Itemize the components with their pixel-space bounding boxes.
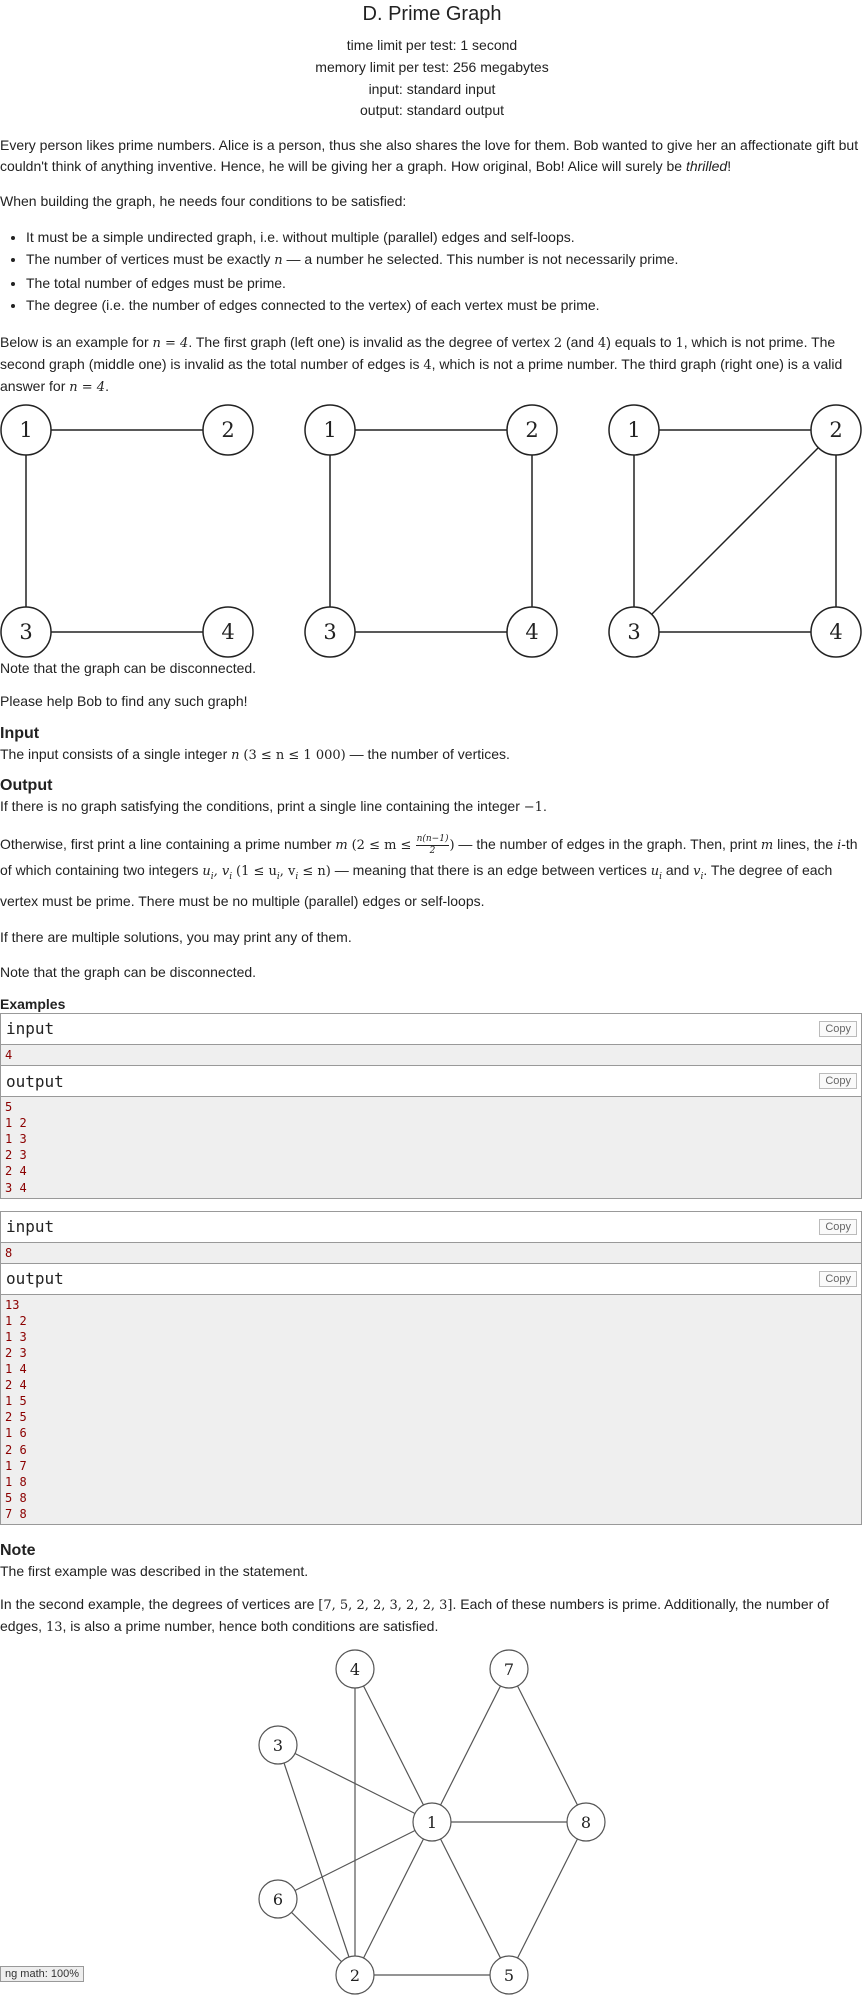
graph-node	[258, 1879, 298, 1919]
example-graphs-figure: 1 2 3 4 1 2 3 4 1 2 3 4	[0, 404, 862, 658]
node-label: 7	[504, 1660, 514, 1679]
example-input: 8	[1, 1242, 861, 1264]
node-label: 8	[581, 1813, 591, 1832]
graph-node	[0, 404, 52, 456]
memory-limit: memory limit per test: 256 megabytes	[315, 58, 549, 75]
condition-item: The total number of edges must be prime.	[26, 272, 864, 294]
graph-node	[202, 606, 254, 658]
example-explanation: Below is an example for n = 4. The first…	[0, 334, 843, 396]
note-text-2: In the second example, the degrees of ve…	[0, 1596, 829, 1636]
graph-node	[304, 404, 356, 456]
note-text-1: The first example was described in the s…	[0, 1563, 309, 1580]
graph-middle	[329, 429, 533, 633]
node-label: 3	[19, 620, 32, 644]
graph-right	[633, 429, 837, 633]
note-graph-figure: 1 2 3 4 5 6 7 8	[258, 1649, 606, 1995]
graph-node	[506, 606, 558, 658]
graph-node	[608, 606, 660, 658]
example-output: 13 1 2 1 3 2 3 1 4 2 4 1 5 2 5 1 6 2 6 1…	[1, 1294, 861, 1525]
copy-button[interactable]: Copy	[819, 1020, 857, 1037]
time-limit: time limit per test: 1 second	[346, 37, 518, 53]
node-label: 2	[350, 1966, 360, 1985]
problem-header: D. Prime Graph time limit per test: 1 se…	[0, 2, 864, 122]
graph-nodes	[0, 404, 862, 658]
disconnected-note: Note that the graph can be disconnected.	[0, 660, 257, 677]
graph-node	[608, 404, 660, 456]
node-label: 3	[273, 1736, 283, 1755]
node-label: 3	[627, 620, 640, 644]
statement-intro: Every person likes prime numbers. Alice …	[0, 137, 859, 175]
input-label: input	[6, 1217, 55, 1237]
graph-left	[25, 429, 228, 633]
output-label: output	[6, 1269, 64, 1289]
node-label: 1	[427, 1813, 437, 1832]
graph-node	[202, 404, 254, 456]
graph-node	[0, 606, 52, 658]
node-label: 4	[829, 620, 842, 644]
math-zoom-badge[interactable]: ng math: 100%	[0, 1966, 84, 1982]
input-text: The input consists of a single integer n…	[0, 746, 510, 764]
output-text-3: If there are multiple solutions, you may…	[0, 928, 352, 945]
node-label: 4	[525, 620, 538, 644]
note-title: Note	[0, 1542, 36, 1560]
output-text-4: Note that the graph can be disconnected.	[0, 963, 257, 980]
example-output: 5 1 2 1 3 2 3 2 4 3 4	[1, 1097, 861, 1198]
conditions-intro: When building the graph, he needs four c…	[0, 193, 407, 210]
problem-title: D. Prime Graph	[362, 3, 502, 25]
output-label: output	[6, 1071, 64, 1091]
node-label: 1	[627, 418, 640, 442]
conditions-list: It must be a simple undirected graph, i.…	[0, 226, 864, 316]
help-text: Please help Bob to find any such graph!	[0, 693, 248, 710]
graph-node	[810, 606, 862, 658]
node-label: 4	[350, 1660, 360, 1679]
copy-button[interactable]: Copy	[819, 1270, 857, 1287]
fraction: n(n−1)2	[415, 833, 450, 856]
condition-item: The number of vertices must be exactly n…	[26, 248, 864, 272]
input-title: Input	[0, 725, 40, 743]
node-label: 3	[323, 620, 336, 644]
examples-title: Examples	[0, 995, 66, 1012]
graph-node	[810, 404, 862, 456]
condition-item: The degree (i.e. the number of edges con…	[26, 294, 864, 316]
output-file: output: standard output	[360, 102, 504, 119]
output-text-1: If there is no graph satisfying the cond…	[0, 798, 547, 816]
graph-node	[335, 1649, 375, 1689]
graph-node	[412, 1802, 452, 1842]
node-label: 6	[273, 1890, 283, 1909]
node-label: 2	[525, 418, 538, 442]
node-label: 1	[19, 418, 32, 442]
node-label: 2	[829, 418, 842, 442]
example-input: 4	[1, 1044, 861, 1067]
copy-button[interactable]: Copy	[819, 1073, 857, 1090]
condition-item: It must be a simple undirected graph, i.…	[26, 226, 864, 248]
graph-node	[506, 404, 558, 456]
input-label: input	[6, 1019, 55, 1039]
copy-button[interactable]: Copy	[819, 1218, 857, 1235]
node-label: 5	[504, 1966, 514, 1985]
input-file: input: standard input	[368, 80, 496, 97]
output-title: Output	[0, 777, 53, 795]
graph-node	[258, 1725, 298, 1765]
node-label: 4	[221, 620, 234, 644]
graph-node	[304, 606, 356, 658]
node-label: 1	[323, 418, 336, 442]
node-label: 2	[221, 418, 234, 442]
graph-node	[489, 1649, 529, 1689]
output-text-2: Otherwise, first print a line containing…	[0, 833, 858, 909]
graph-node	[566, 1802, 606, 1842]
